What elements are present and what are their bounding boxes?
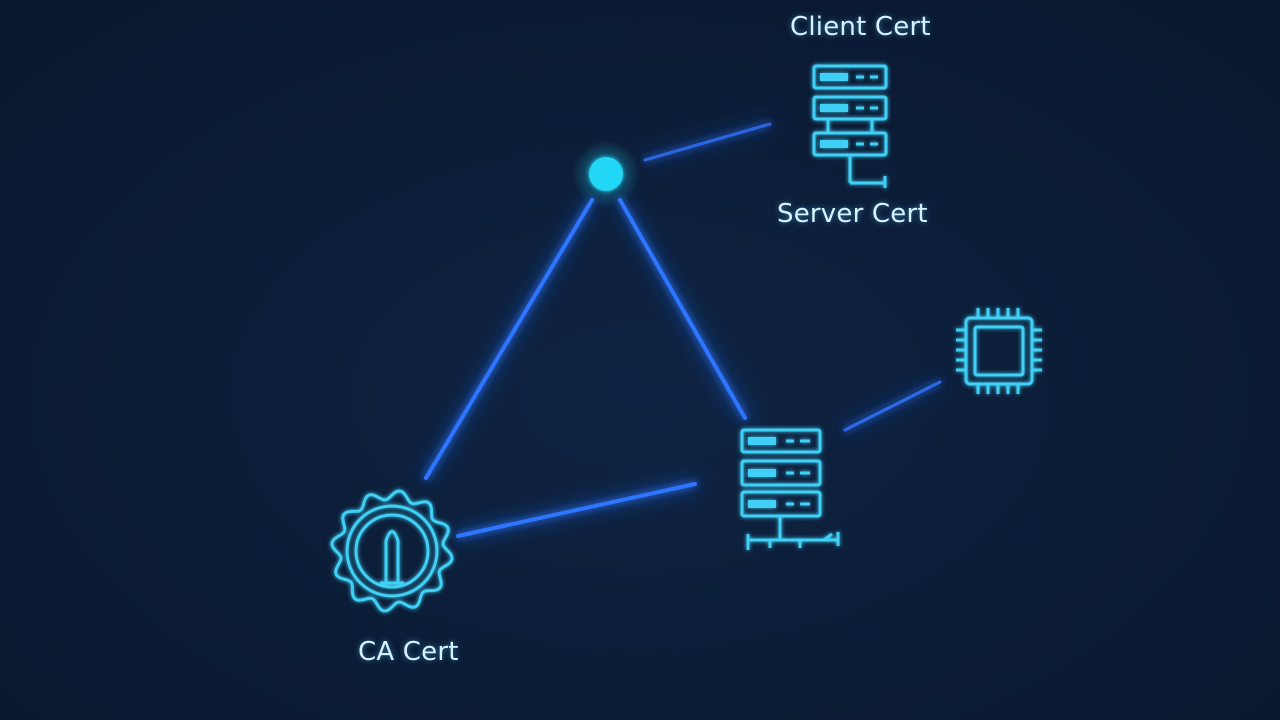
edge-server-chip <box>843 380 942 432</box>
edge-ca-server <box>456 482 697 538</box>
microchip-icon <box>956 308 1042 394</box>
edge-hub-server <box>618 198 747 420</box>
client-cert-label: Client Cert <box>790 12 931 42</box>
certificate-seal-icon <box>330 489 454 613</box>
server-cert-label: Server Cert <box>777 199 928 229</box>
server-rack-icon <box>740 428 840 550</box>
ca-cert-label: CA Cert <box>358 637 459 667</box>
hub-node <box>572 140 640 208</box>
edge-hub-client <box>643 122 772 162</box>
edge-hub-ca <box>424 198 594 480</box>
client-server-icon <box>812 64 888 188</box>
